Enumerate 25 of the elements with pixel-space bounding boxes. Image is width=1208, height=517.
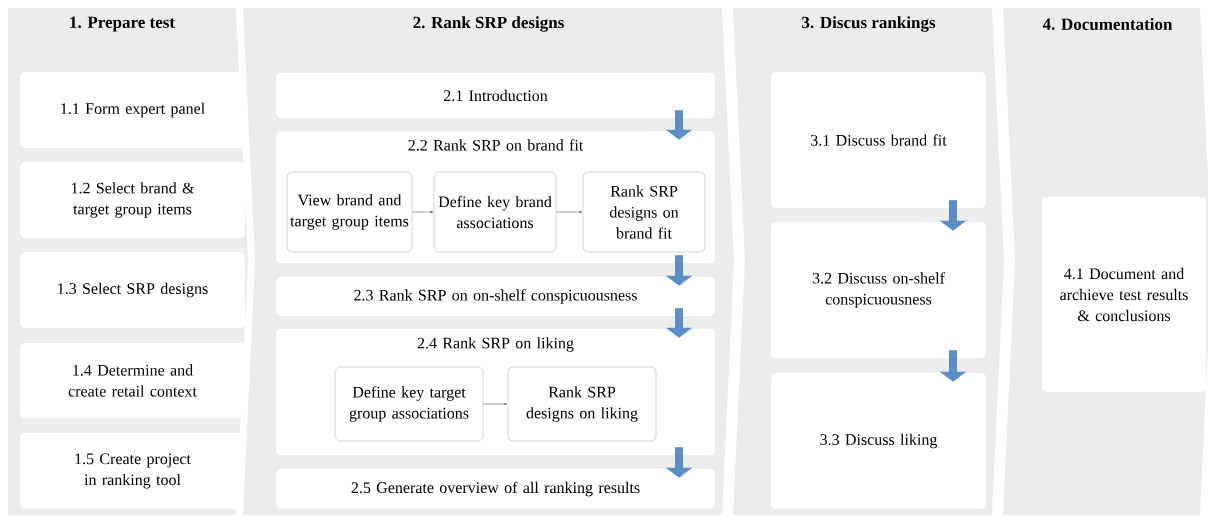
node-label: 1.5 Create project in ranking tool xyxy=(75,453,191,489)
step-box: 2.3 Rank SRP on on-shelf conspicuousness xyxy=(276,277,715,316)
step-box: 3.2 Discuss on-shelf conspicuousness xyxy=(771,222,986,358)
step-box: 1.1 Form expert panel xyxy=(20,72,245,148)
step-box: 1.4 Determine and create retail context xyxy=(20,343,245,418)
node-label: 1.1 Form expert panel xyxy=(61,102,205,118)
step-box: Define key brand associations xyxy=(433,171,557,253)
step-box: Rank SRP designs on brand fit xyxy=(582,171,706,253)
node-label: 1.4 Determine and create retail context xyxy=(68,364,197,397)
step-box: 2.1 Introduction xyxy=(276,73,715,118)
step-box: View brand and target group items xyxy=(286,171,413,253)
step-box: 1.5 Create project in ranking tool xyxy=(20,433,245,509)
step-box: 1.3 Select SRP designs xyxy=(20,252,245,328)
step-box: Define key target group associations xyxy=(334,366,484,442)
step-box: 2.5 Generate overview of all ranking results xyxy=(276,469,715,509)
step-box: 3.3 Discuss liking xyxy=(771,373,986,509)
arrow xyxy=(556,210,583,214)
arrow xyxy=(412,210,434,214)
step-box: 4.1 Document and archieve test results & conclusions xyxy=(1042,197,1206,392)
step-box: 3.1 Discuss brand fit xyxy=(771,72,986,208)
node-label: 1.2 Select brand & target group items xyxy=(71,182,195,218)
step-box: 1.2 Select brand & target group items xyxy=(20,162,245,238)
arrow xyxy=(483,402,508,406)
step-box: Rank SRP designs on liking xyxy=(507,366,657,442)
node-label: 1.3 Select SRP designs xyxy=(58,282,208,298)
